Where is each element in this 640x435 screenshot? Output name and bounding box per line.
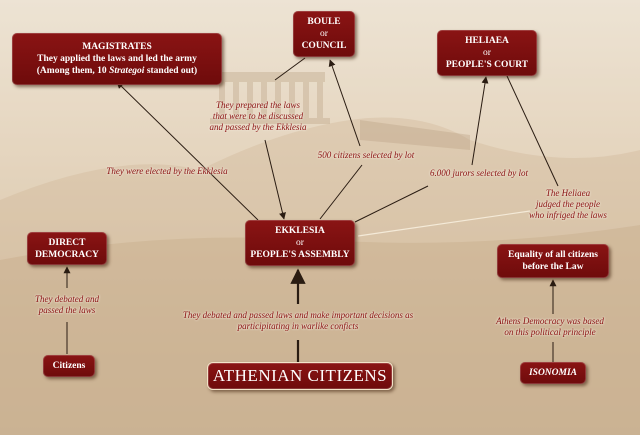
boule-subtitle: COUNCIL — [301, 41, 347, 51]
heliaea-title: HELIAEA — [465, 36, 509, 46]
boule-title: BOULE — [307, 17, 341, 27]
athenian-citizens-box: ATHENIAN CITIZENS — [207, 362, 393, 390]
label-based-line2: on this political principle — [504, 327, 596, 337]
equality-line2: before the Law — [522, 262, 584, 272]
ekklesia-subtitle: PEOPLE'S ASSEMBLY — [250, 250, 350, 260]
magistrates-line3-pre: (Among them, 10 — [36, 66, 110, 76]
label-jurors: 6.000 jurors selected by lot — [420, 168, 538, 179]
magistrates-line2: They applied the laws and led the army — [37, 54, 197, 64]
direct-democracy-box: DIRECT DEMOCRACY — [27, 232, 107, 265]
magistrates-line3-em: Strategoi — [109, 66, 145, 76]
edge-heliaea-ekklesia-light — [357, 210, 531, 237]
ekklesia-box: EKKLESIA or PEOPLE'S ASSEMBLY — [245, 220, 355, 266]
label-prepared-line2: that were to be discussed — [212, 111, 304, 121]
ekklesia-title: EKKLESIA — [275, 226, 325, 236]
equality-line1: Equality of all citizens — [508, 250, 598, 260]
label-prepared-line1: They prepared the laws — [215, 100, 301, 110]
label-heliaea-judged-line1: The Heliaea — [545, 188, 591, 198]
magistrates-line3-post: standed out) — [144, 66, 198, 76]
heliaea-subtitle: PEOPLE'S COURT — [445, 60, 529, 70]
equality-box: Equality of all citizens before the Law — [497, 244, 609, 278]
label-500-citizens: 500 citizens selected by lot — [307, 150, 425, 161]
label-debated-small-line1: They debated and — [35, 294, 99, 304]
edge-boule-ekklesia — [274, 57, 306, 81]
citizens-box: Citizens — [43, 355, 95, 377]
label-jurors-text: 6.000 jurors selected by lot — [430, 168, 528, 178]
citizens-label: Citizens — [52, 361, 86, 371]
label-prepared-line3: and passed by the Ekklesia — [209, 122, 307, 132]
magistrates-box: MAGISTRATES They applied the laws and le… — [12, 33, 222, 85]
boule-box: BOULE or COUNCIL — [293, 11, 355, 57]
label-elected-text: They were elected by the Ekklesia — [106, 166, 228, 176]
athenian-citizens-label: ATHENIAN CITIZENS — [212, 366, 388, 385]
label-debated-small-line2: passed the laws — [38, 305, 96, 315]
label-heliaea-judged: The Heliaea judged the people who infrig… — [520, 188, 616, 221]
magistrates-title: MAGISTRATES — [82, 42, 152, 52]
direct-democracy-line1: DIRECT — [48, 237, 86, 248]
label-based-line1: Athens Democracy was based — [496, 316, 604, 326]
label-debated-main-line1: They debated and passed laws and make im… — [182, 310, 414, 320]
heliaea-or: or — [483, 48, 491, 58]
label-elected: They were elected by the Ekklesia — [92, 166, 242, 177]
label-prepared: They prepared the laws that were to be d… — [196, 100, 320, 133]
label-debated-main-line2: participitating in warlike conficts — [237, 321, 359, 331]
ekklesia-or: or — [296, 238, 304, 248]
label-heliaea-judged-line2: judged the people — [536, 199, 600, 209]
magistrates-line3: (Among them, 10 Strategoi standed out) — [37, 65, 197, 77]
label-debated-small: They debated and passed the laws — [22, 294, 112, 316]
isonomia-label: ISONOMIA — [528, 368, 578, 378]
boule-or: or — [320, 29, 328, 39]
label-500-citizens-text: 500 citizens selected by lot — [317, 150, 415, 160]
heliaea-box: HELIAEA or PEOPLE'S COURT — [437, 30, 537, 76]
isonomia-box: ISONOMIA — [520, 362, 586, 384]
edge-ekklesia-heliaea — [354, 185, 429, 223]
label-heliaea-judged-line3: who infriged the laws — [529, 210, 607, 220]
edge-ekklesia-boule — [319, 164, 363, 220]
direct-democracy-line2: DEMOCRACY — [35, 249, 99, 260]
label-based: Athens Democracy was based on this polit… — [483, 316, 617, 338]
label-debated-main: They debated and passed laws and make im… — [158, 310, 438, 332]
